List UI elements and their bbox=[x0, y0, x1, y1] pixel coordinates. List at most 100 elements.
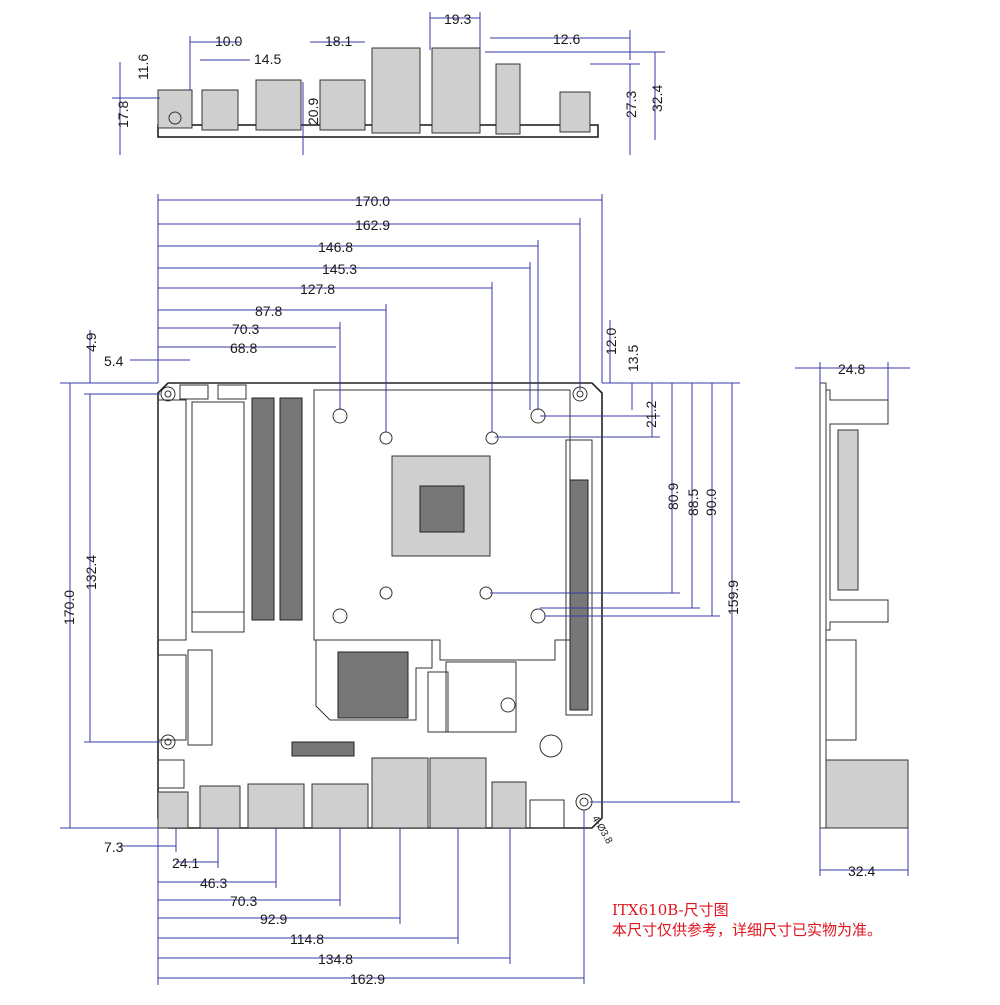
io-hdmi-2 bbox=[311, 783, 369, 829]
dim-label-68-8: 68.8 bbox=[230, 340, 257, 356]
dim-label-13-5: 13.5 bbox=[625, 345, 641, 372]
dim-label-170-0: 170.0 bbox=[355, 193, 390, 209]
dim-label-bottom-162-9: 162.9 bbox=[350, 971, 385, 987]
left-header-column bbox=[157, 399, 187, 641]
chipset-heatsink bbox=[315, 639, 433, 721]
drawing-disclaimer: 本尺寸仅供参考，详细尺寸已实物为准。 bbox=[612, 921, 883, 939]
m2-slot bbox=[191, 401, 245, 613]
socket-hole-2 bbox=[485, 431, 499, 445]
chipset-chip bbox=[337, 651, 409, 719]
dim-label-top-19-3: 19.3 bbox=[444, 11, 471, 27]
dim-label-7-3: 7.3 bbox=[104, 839, 124, 855]
dim-label-top-12-6: 12.6 bbox=[553, 31, 580, 47]
dim-label-top-20-9: 20.9 bbox=[305, 98, 321, 125]
mount-hole-top-left-inner bbox=[164, 390, 172, 398]
cooler-hole-4 bbox=[530, 608, 546, 624]
left-usb-headers bbox=[157, 654, 187, 741]
front-view: 170.0 162.9 146.8 145.3 127.8 87.8 70.3 … bbox=[60, 193, 741, 987]
mount-hole-bottom-right-inner bbox=[579, 797, 589, 807]
side-view-board bbox=[819, 382, 827, 829]
dim-label-5-4: 5.4 bbox=[104, 353, 124, 369]
top-view-audio-jacks bbox=[495, 63, 521, 135]
top-view: 19.3 10.0 18.1 12.6 11.6 14.5 17.8 20.9 … bbox=[112, 11, 665, 155]
front-bottom-dimensions: 7.3 24.1 46.3 70.3 92.9 114.8 134.8 162.… bbox=[104, 810, 585, 987]
front-right-dimensions: 12.0 13.5 21.2 80.9 88.5 90.0 159.9 bbox=[490, 320, 741, 803]
io-power-jack bbox=[157, 791, 189, 829]
left-sata-ports bbox=[187, 649, 213, 746]
top-view-usb-stack bbox=[201, 89, 239, 131]
side-view: 24.8 32.4 bbox=[795, 361, 910, 879]
dim-label-24-8: 24.8 bbox=[838, 361, 865, 377]
dim-label-4-9: 4.9 bbox=[83, 332, 99, 352]
mount-hole-left bbox=[160, 734, 176, 750]
top-view-jack-circle bbox=[168, 111, 182, 125]
dim-label-left-170-0: 170.0 bbox=[61, 590, 77, 625]
wifi-antenna-connector bbox=[500, 697, 516, 713]
cooler-hole-3 bbox=[332, 608, 348, 624]
top-view-rj45-usb-2 bbox=[431, 47, 481, 134]
dim-label-87-8: 87.8 bbox=[255, 303, 282, 319]
dim-label-top-11-6: 11.6 bbox=[135, 54, 151, 80]
dim-label-46-3: 46.3 bbox=[200, 875, 227, 891]
wifi-card-area bbox=[445, 661, 517, 733]
dim-label-side-32-4: 32.4 bbox=[848, 863, 875, 879]
dim-label-127-8: 127.8 bbox=[300, 281, 335, 297]
socket-hole-3 bbox=[379, 586, 393, 600]
io-rj45-2 bbox=[429, 757, 487, 829]
io-com-header bbox=[529, 799, 565, 829]
cpu-socket-center bbox=[419, 485, 465, 533]
top-view-hdmi-2 bbox=[319, 79, 366, 131]
dim-label-132-4: 132.4 bbox=[83, 555, 99, 590]
dim-label-114-8: 114.8 bbox=[290, 931, 324, 947]
dim-label-159-9: 159.9 bbox=[725, 580, 741, 615]
cooler-hole-1 bbox=[332, 408, 348, 424]
dim-label-bottom-70-3: 70.3 bbox=[230, 893, 257, 909]
dim-label-134-8: 134.8 bbox=[318, 951, 353, 967]
dim-label-top-10-0: 10.0 bbox=[215, 33, 242, 49]
wifi-m2-slot bbox=[427, 671, 449, 733]
dim-label-21-2: 21.2 bbox=[643, 401, 659, 428]
dim-label-top-32-4: 32.4 bbox=[649, 85, 665, 112]
socket-hole-1 bbox=[379, 431, 393, 445]
top-view-antenna bbox=[559, 91, 591, 133]
io-usb-stack bbox=[199, 785, 241, 829]
cmos-battery bbox=[539, 734, 563, 758]
side-view-cooler bbox=[826, 389, 889, 631]
dim-label-90-0: 90.0 bbox=[703, 489, 719, 516]
top-view-rj45-usb-1 bbox=[371, 47, 421, 134]
dim-label-146-8: 146.8 bbox=[318, 239, 353, 255]
dim-label-12-0: 12.0 bbox=[603, 328, 619, 355]
hole-diameter-note: 4-Ø3.8 bbox=[589, 814, 614, 846]
drawing-title: ITX610B-尺寸图 bbox=[612, 901, 729, 919]
top-view-power-jack bbox=[157, 89, 193, 129]
dim-label-88-5: 88.5 bbox=[685, 489, 701, 516]
power-header bbox=[157, 759, 185, 789]
mount-hole-top-left bbox=[160, 386, 176, 402]
front-panel-header bbox=[291, 741, 355, 757]
pcie-slot-pins bbox=[569, 479, 589, 711]
fan-header-2 bbox=[217, 384, 247, 400]
io-rj45-1 bbox=[371, 757, 429, 829]
sodimm-slot-2 bbox=[279, 397, 303, 621]
io-hdmi-1 bbox=[247, 783, 305, 829]
dim-label-92-9: 92.9 bbox=[260, 911, 287, 927]
io-audio-jacks bbox=[491, 781, 527, 829]
mount-hole-bottom-right bbox=[575, 793, 593, 811]
dim-label-top-27-3: 27.3 bbox=[623, 91, 639, 118]
side-view-io-stack bbox=[825, 759, 909, 829]
dim-label-top-18-1: 18.1 bbox=[325, 33, 352, 49]
dim-label-24-1: 24.1 bbox=[172, 855, 199, 871]
mount-hole-left-inner bbox=[164, 738, 172, 746]
sodimm-slot-1 bbox=[251, 397, 275, 621]
dim-label-145-3: 145.3 bbox=[322, 261, 357, 277]
front-top-dimensions: 170.0 162.9 146.8 145.3 127.8 87.8 70.3 … bbox=[104, 193, 603, 432]
dim-label-80-9: 80.9 bbox=[665, 483, 681, 510]
dim-label-top-17-8: 17.8 bbox=[115, 101, 131, 128]
side-view-fan bbox=[837, 429, 859, 591]
front-left-dimensions: 4.9 170.0 132.4 bbox=[60, 330, 160, 829]
dim-label-top-14-5: 14.5 bbox=[254, 51, 281, 67]
fan-header-1 bbox=[179, 384, 209, 400]
pcie-slot bbox=[565, 439, 593, 716]
